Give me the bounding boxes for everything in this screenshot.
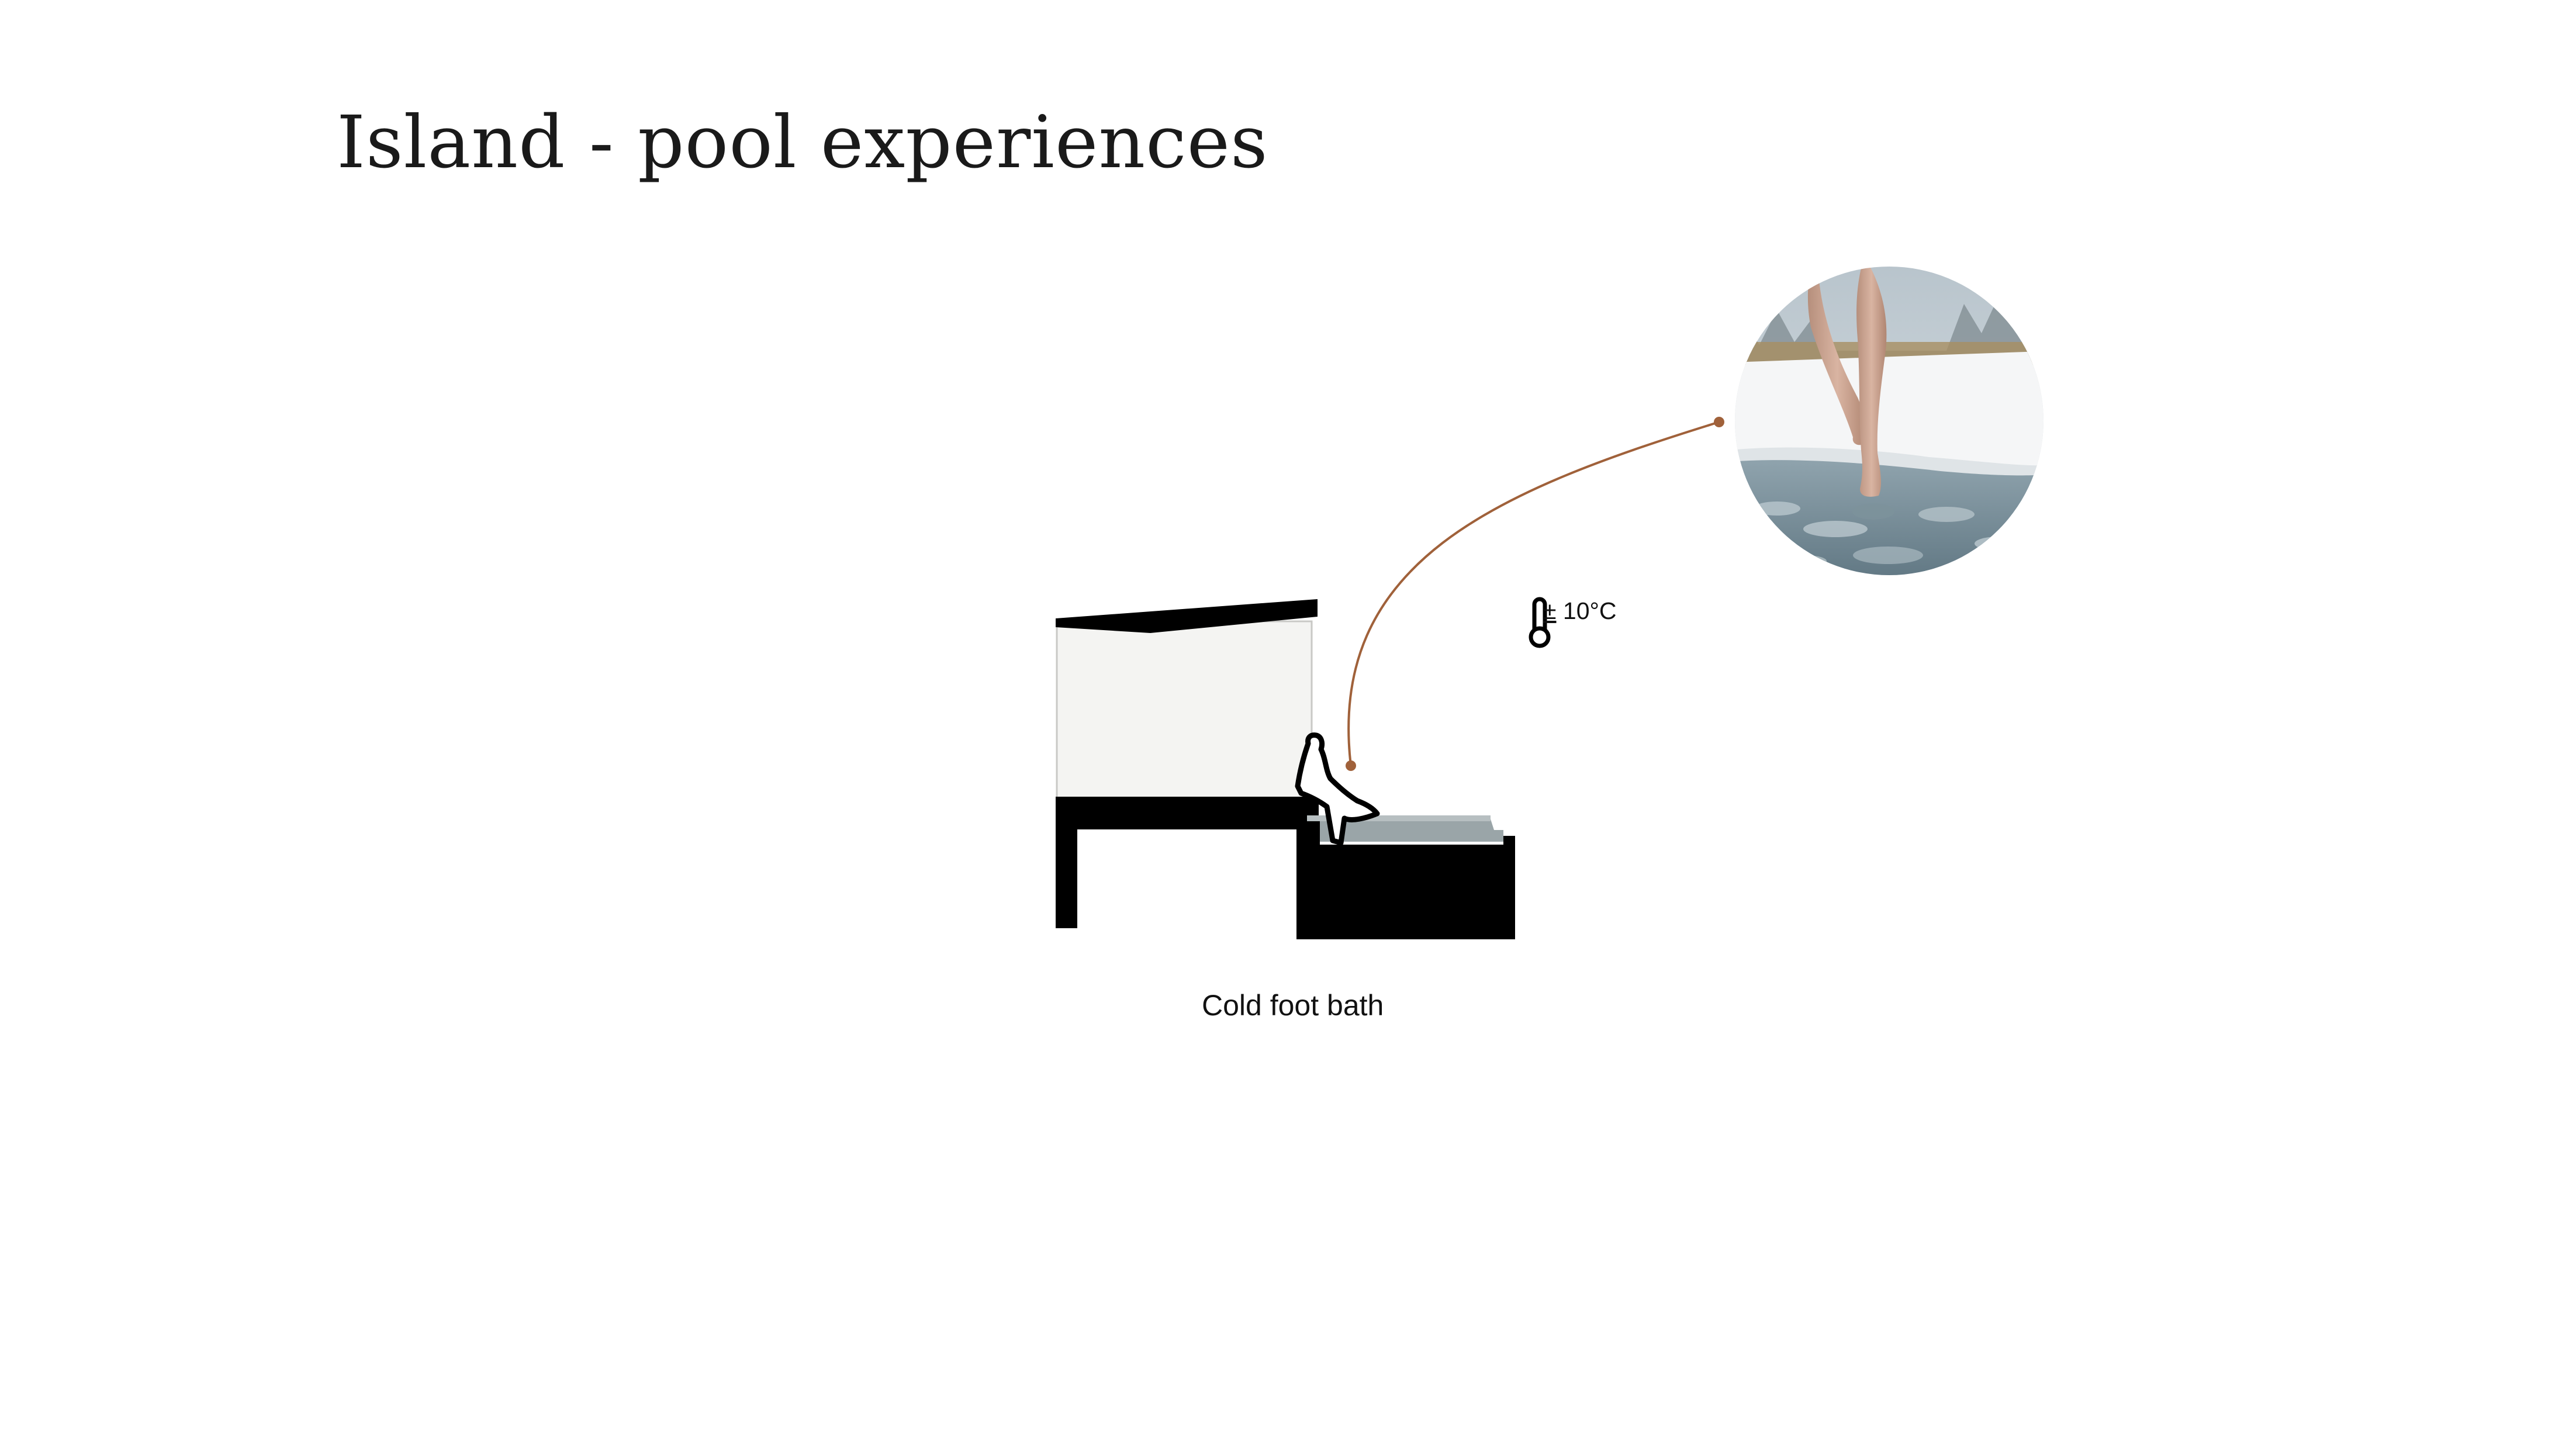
- foot-bath-basin: [1296, 815, 1515, 939]
- foot-bath-rim: [1307, 815, 1491, 821]
- temperature-label: ± 10°C: [1543, 597, 1617, 625]
- sauna-support: [1056, 797, 1077, 928]
- plus-minus-symbol: ±: [1543, 597, 1557, 624]
- sauna-wall: [1056, 620, 1313, 803]
- sauna-roof: [1056, 599, 1318, 633]
- leader-line-start-dot: [1346, 760, 1356, 771]
- person-silhouette-icon: [1295, 732, 1380, 846]
- diagram-caption: Cold foot bath: [1202, 989, 1384, 1022]
- leader-line: [1347, 421, 1720, 766]
- thermometer-icon: [1529, 597, 1551, 648]
- leader-line-end-dot: [1714, 417, 1724, 427]
- temperature-value: 10°C: [1562, 597, 1617, 624]
- sauna-floor: [1056, 797, 1319, 829]
- cold-bath-photo: [1735, 267, 2043, 575]
- page-title: Island - pool experiences: [337, 101, 1268, 185]
